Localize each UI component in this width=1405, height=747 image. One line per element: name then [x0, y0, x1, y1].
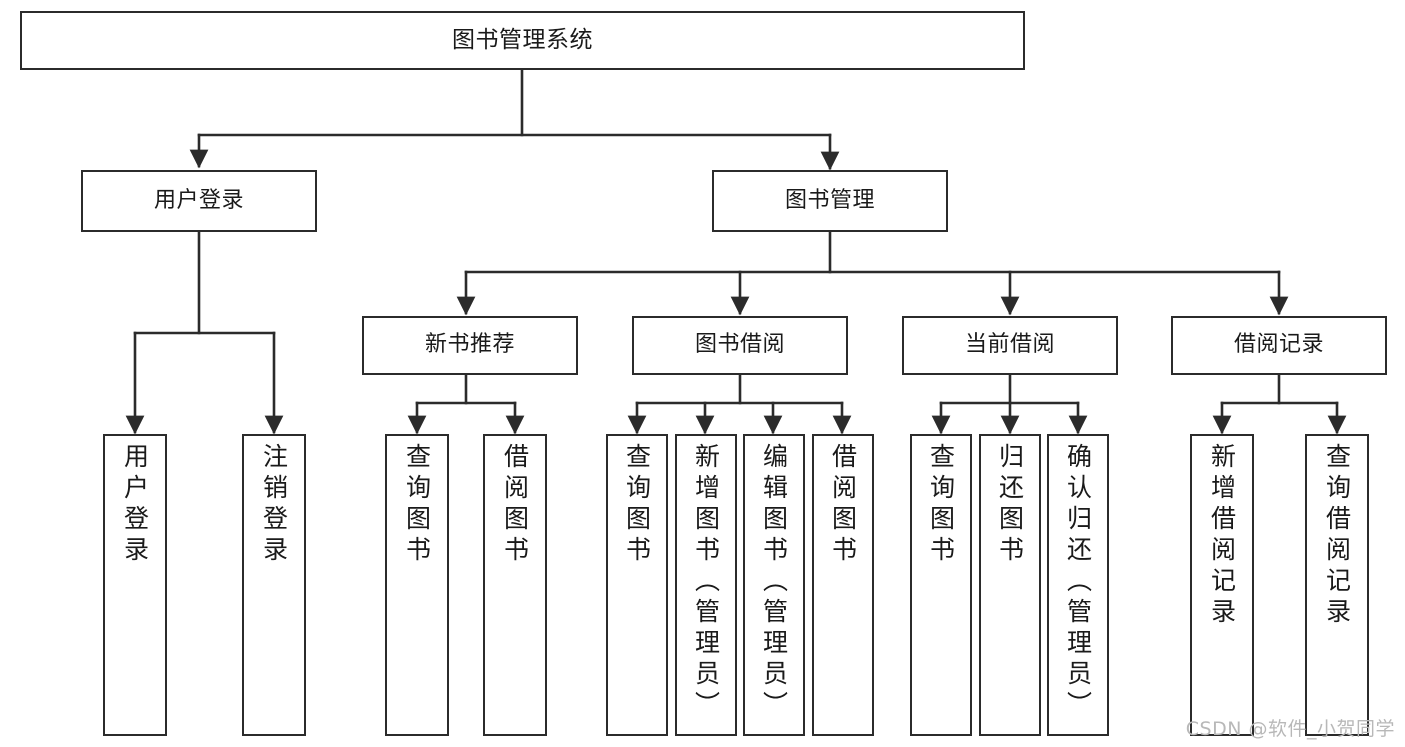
node-label: 查询图书 [926, 443, 956, 567]
node-label: 注销登录 [259, 443, 289, 567]
node-label: 归还图书 [995, 443, 1025, 567]
leaf-borrow-book[interactable]: 借阅图书 [812, 434, 874, 736]
node-root-system[interactable]: 图书管理系统 [20, 11, 1025, 70]
node-book-management[interactable]: 图书管理 [712, 170, 948, 232]
node-user-login[interactable]: 用户登录 [81, 170, 317, 232]
leaf-query-borrow-record[interactable]: 查询借阅记录 [1305, 434, 1369, 736]
node-label: 确认归还（管理员） [1063, 443, 1093, 722]
leaf-return-book[interactable]: 归还图书 [979, 434, 1041, 736]
node-label: 查询借阅记录 [1322, 443, 1352, 629]
leaf-add-borrow-record[interactable]: 新增借阅记录 [1190, 434, 1254, 736]
node-label: 新增借阅记录 [1207, 443, 1237, 629]
node-label: 借阅图书 [500, 443, 530, 567]
node-label: 新增图书（管理员） [691, 443, 721, 722]
node-label: 当前借阅 [964, 332, 1055, 358]
node-book-borrow[interactable]: 图书借阅 [632, 316, 848, 375]
node-label: 借阅图书 [828, 443, 858, 567]
node-label: 用户登录 [153, 187, 244, 213]
node-label: 查询图书 [622, 443, 652, 567]
node-label: 新书推荐 [424, 332, 515, 358]
node-label: 借阅记录 [1233, 332, 1324, 358]
leaf-logout[interactable]: 注销登录 [242, 434, 306, 736]
node-label: 图书管理 [784, 187, 875, 213]
csdn-watermark: CSDN @软件_小贺同学 [1185, 718, 1395, 740]
leaf-confirm-return-admin[interactable]: 确认归还（管理员） [1047, 434, 1109, 736]
leaf-add-book-admin[interactable]: 新增图书（管理员） [675, 434, 737, 736]
node-borrow-records[interactable]: 借阅记录 [1171, 316, 1387, 375]
leaf-edit-book-admin[interactable]: 编辑图书（管理员） [743, 434, 805, 736]
leaf-borrow-book-recommend[interactable]: 借阅图书 [483, 434, 547, 736]
node-new-book-recommend[interactable]: 新书推荐 [362, 316, 578, 375]
node-label: 编辑图书（管理员） [759, 443, 789, 722]
node-label: 查询图书 [402, 443, 432, 567]
node-label: 图书管理系统 [452, 26, 593, 53]
leaf-user-login[interactable]: 用户登录 [103, 434, 167, 736]
leaf-query-book-current[interactable]: 查询图书 [910, 434, 972, 736]
leaf-query-book-borrow[interactable]: 查询图书 [606, 434, 668, 736]
node-current-borrow[interactable]: 当前借阅 [902, 316, 1118, 375]
node-label: 图书借阅 [694, 332, 785, 358]
leaf-query-book-recommend[interactable]: 查询图书 [385, 434, 449, 736]
node-label: 用户登录 [120, 443, 150, 567]
